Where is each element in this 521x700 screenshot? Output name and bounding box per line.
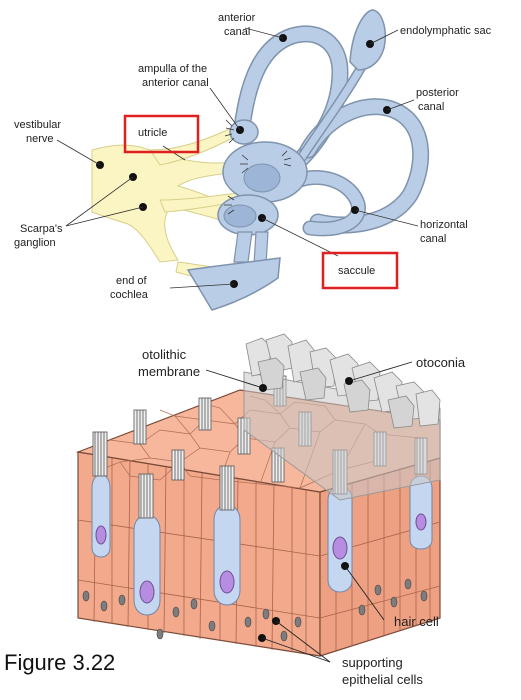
label-otolithic-membrane: otolithic membrane [138,347,200,379]
vestibule-body [217,119,308,265]
figure-caption: Figure 3.22 [4,650,115,675]
label-otoconia: otoconia [416,355,466,370]
utricle-highlight-box [123,114,200,154]
supporting-cell-nuclei [82,578,428,642]
label-end-of-cochlea: end of cochlea [110,275,150,301]
bottom-label-leaders [205,361,413,663]
label-posterior-canal: posterior canal [416,87,462,113]
endolymphatic-sac-shape [349,9,386,71]
label-supporting-epithelial-cells: supporting epithelial cells [342,655,423,687]
vestibular-labyrinth-diagram: anterior canal endolymphatic sac ampulla… [14,9,492,311]
saccule-highlight-box [321,251,399,290]
label-hair-cell: hair cell [394,614,439,629]
hair-cell-nuclei [95,513,427,604]
label-ampulla-anterior-canal: ampulla of the anterior canal [138,63,210,89]
semicircular-canals [233,25,430,237]
otoconia-crystals [245,333,441,429]
label-utricle: utricle [138,127,167,139]
label-saccule: saccule [338,265,375,277]
label-horizontal-canal: horizontal canal [420,219,471,245]
label-leader-lines [56,27,419,289]
label-anterior-canal: anterior canal [218,12,258,38]
label-vestibular-nerve: vestibular nerve [14,119,64,145]
label-scarpas-ganglion: Scarpa's ganglion [14,223,66,249]
hair-tufts [224,119,292,215]
macula-epithelium-diagram: otolithic membrane otoconia hair cell su… [75,333,466,687]
label-endolymphatic-sac: endolymphatic sac [400,25,492,37]
